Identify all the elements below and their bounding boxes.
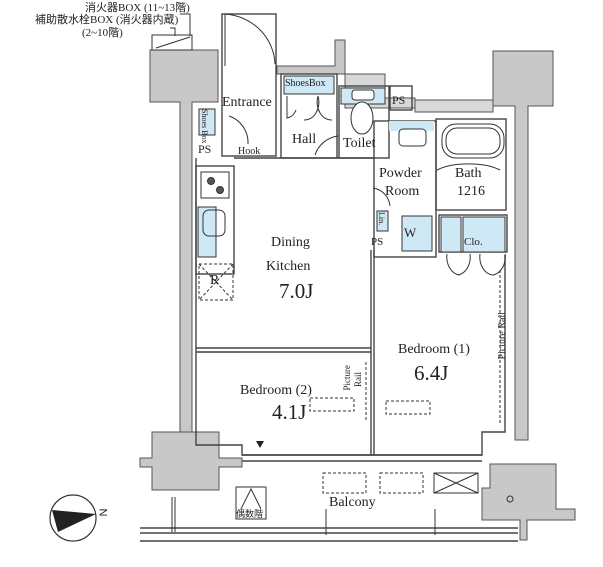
burner-2	[216, 186, 224, 194]
shoesbox-top-label: ShoesBox	[285, 78, 326, 89]
bathtub-outer	[441, 123, 505, 159]
bath-size: 1216	[457, 184, 485, 199]
bath-door	[436, 163, 501, 171]
fire-box	[151, 34, 193, 51]
powder-room-label-2: Room	[385, 184, 420, 199]
ac-unit-bedroom2	[309, 397, 355, 412]
water-heater	[433, 472, 479, 494]
closet-doors	[446, 253, 506, 276]
dining-label-2: Kitchen	[266, 259, 311, 274]
washer-pan	[401, 215, 433, 252]
even-floor-label: 偶数階	[236, 509, 264, 519]
closet-shelf-2	[462, 216, 506, 253]
closet-label: Clo.	[464, 236, 483, 248]
wall-segment-top	[276, 39, 346, 75]
evacuation-hatch-triangle	[240, 487, 262, 510]
ps-top-label: PS	[392, 93, 406, 107]
toilet-label: Toilet	[343, 136, 376, 151]
ac-unit-bedroom1	[385, 400, 431, 415]
closet-shelf-1	[440, 216, 462, 253]
powder-room-label-1: Powder	[379, 166, 422, 181]
drain-icon	[506, 495, 514, 503]
bedroom1-label: Bedroom (1)	[398, 342, 470, 357]
ps-mid-label: PS	[371, 236, 384, 248]
sprinkler-floors-label: (2~10階)	[82, 27, 123, 39]
entrance-door	[224, 13, 276, 66]
evacuation-hatch	[235, 486, 267, 520]
toilet-bowl	[350, 101, 374, 135]
bath-wall	[435, 118, 507, 211]
leader-line-1	[180, 13, 191, 36]
dining-size: 7.0J	[279, 279, 314, 303]
bedroom2-label: Bedroom (2)	[240, 383, 312, 398]
fire-extinguisher-box-label: 消火器BOX (11~13階)	[85, 2, 190, 14]
wall-segment-bath-top	[414, 99, 494, 113]
shoesbox-door	[228, 115, 249, 145]
column-bottom-right	[481, 463, 576, 541]
hall-label: Hall	[292, 132, 317, 147]
kitchen-counter	[195, 165, 235, 275]
bedroom2-size: 4.1J	[272, 400, 307, 424]
bath-label: Bath	[455, 166, 482, 181]
dining-label-1: Dining	[271, 235, 310, 250]
main-entry-arrow-icon	[256, 441, 264, 448]
hall-closet-door-2	[303, 95, 333, 121]
picture-rail-1-label: Picture Rail	[497, 312, 508, 360]
hook-label: Hook	[238, 146, 261, 157]
vanity-area	[389, 121, 434, 131]
washbasin	[398, 128, 427, 147]
picture-rail-2-label-1: Picture	[342, 365, 352, 391]
refrigerator-x2	[198, 263, 234, 301]
entrance-wall	[221, 13, 277, 157]
ac-outdoor-1	[322, 472, 367, 494]
compass-icon	[49, 494, 97, 542]
powder-door	[372, 187, 391, 207]
picture-rail-2-label-2: Rail	[353, 372, 363, 387]
kitchen-sink	[202, 209, 226, 237]
refrigerator-x1	[198, 263, 234, 301]
bedroom1-size: 6.4J	[414, 361, 449, 385]
unit-outer-wall	[195, 158, 506, 456]
shoesbox-side-fixture	[198, 108, 216, 136]
sink-area	[197, 206, 217, 258]
ps-left-label: PS	[198, 142, 212, 156]
north-label: N	[96, 508, 109, 517]
ac-outdoor-2	[379, 472, 424, 494]
stove	[200, 171, 230, 199]
column-bottom-left	[139, 431, 243, 491]
ps-top-wall	[389, 85, 413, 111]
fire-box-diagonal	[155, 36, 191, 49]
linen-label: Lin.	[377, 212, 386, 226]
sprinkler-box-label: 補助散水栓BOX (消火器内蔵)	[35, 14, 179, 26]
washer-label: W	[404, 225, 417, 240]
shoesbox-side-label: Shoes Box	[200, 109, 209, 144]
balcony-label: Balcony	[329, 495, 376, 510]
entrance-label: Entrance	[222, 95, 272, 110]
refrigerator-space	[198, 263, 234, 301]
refrigerator-label: R	[210, 273, 220, 288]
toilet-door	[314, 135, 339, 156]
hall-closet-door-1	[286, 96, 297, 119]
linen-shelf	[376, 210, 389, 232]
water-heater-x2	[433, 472, 479, 494]
burner-1	[207, 177, 215, 185]
leader-line-2	[170, 27, 176, 36]
toilet-tank	[351, 89, 375, 101]
column-top-right	[492, 50, 554, 441]
shoesbox-top-fixture	[283, 75, 335, 95]
bathtub-inner	[445, 127, 501, 155]
